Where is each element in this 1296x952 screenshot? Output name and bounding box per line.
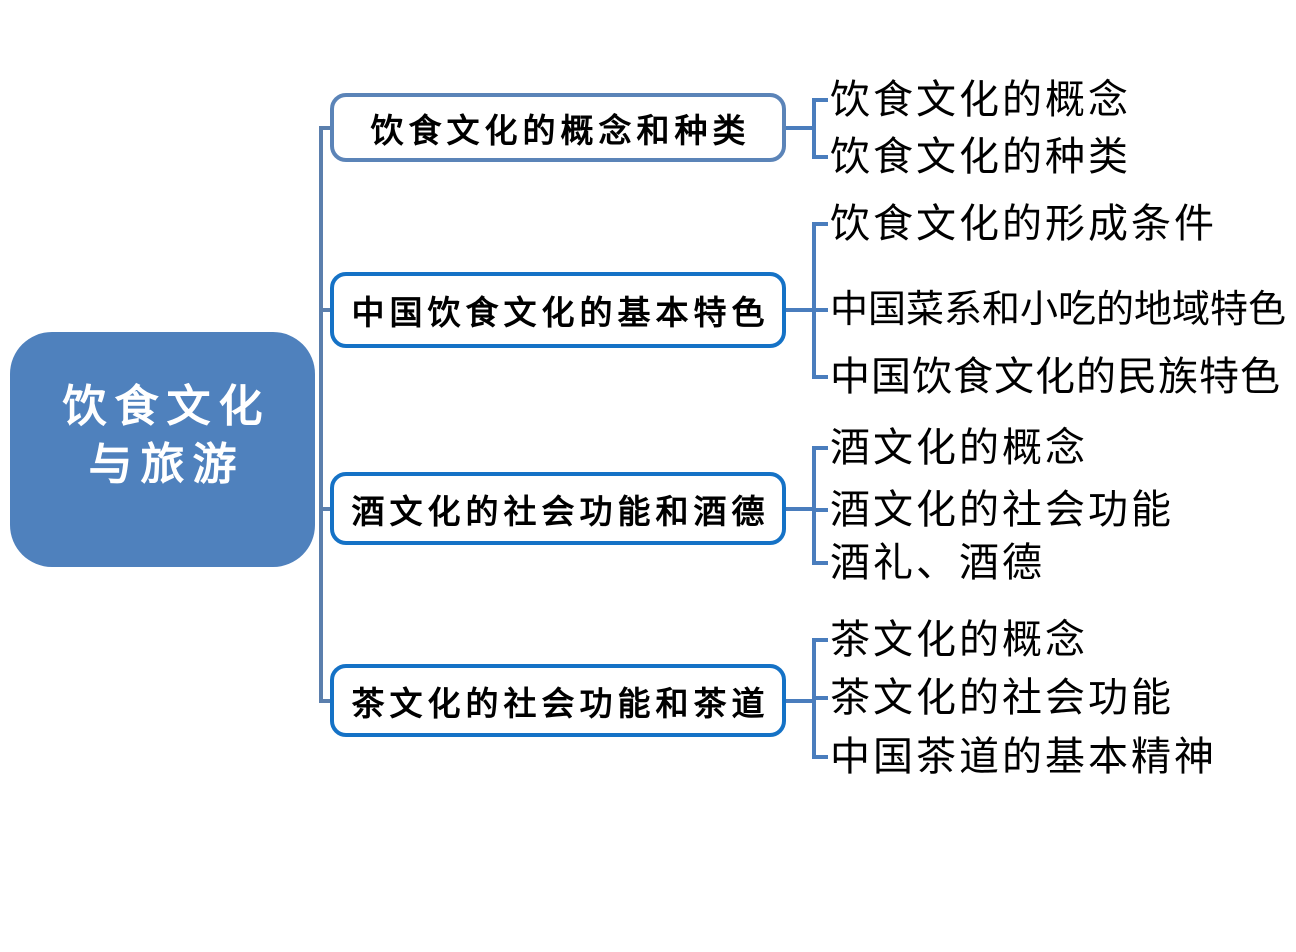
leaf-item: 中国茶道的基本精神 bbox=[830, 734, 1217, 779]
root-node: 饮食文化 与旅游 bbox=[10, 332, 315, 567]
leaf-stub bbox=[812, 561, 828, 565]
branch-label: 茶文化的社会功能和茶道 bbox=[351, 684, 770, 722]
bracket-inlet bbox=[786, 698, 816, 703]
leaf-item: 茶文化的概念 bbox=[830, 617, 1088, 662]
leaf-item: 茶文化的社会功能 bbox=[830, 675, 1174, 720]
leaf-bracket bbox=[812, 446, 816, 565]
bracket-inlet bbox=[786, 125, 816, 130]
leaf-stub bbox=[812, 222, 828, 226]
branch-stub bbox=[319, 125, 330, 130]
branch-label: 酒文化的社会功能和酒德 bbox=[351, 492, 770, 530]
leaf-item: 酒文化的概念 bbox=[830, 425, 1088, 470]
root-title-line-1: 饮食文化 bbox=[62, 381, 271, 431]
leaf-item: 饮食文化的种类 bbox=[830, 134, 1131, 179]
branch-box-1: 饮食文化的概念和种类 bbox=[330, 93, 786, 162]
leaf-stub bbox=[812, 755, 828, 759]
bracket-inlet bbox=[786, 308, 816, 312]
leaf-stub bbox=[812, 155, 828, 159]
branch-stub bbox=[319, 506, 330, 511]
trunk-connector bbox=[319, 125, 323, 703]
leaf-item: 饮食文化的概念 bbox=[830, 77, 1131, 122]
leaf-stub bbox=[812, 638, 828, 642]
branch-stub bbox=[319, 698, 330, 703]
leaf-item: 中国菜系和小吃的地域特色 bbox=[830, 289, 1287, 331]
leaf-item: 饮食文化的形成条件 bbox=[830, 201, 1217, 246]
leaf-bracket bbox=[812, 222, 816, 379]
root-title-line-2: 与旅游 bbox=[88, 439, 245, 489]
leaf-item: 酒礼、酒德 bbox=[830, 540, 1045, 585]
branch-label: 中国饮食文化的基本特色 bbox=[351, 294, 770, 331]
bracket-inlet bbox=[786, 506, 816, 511]
branch-stub bbox=[319, 308, 330, 312]
leaf-stub bbox=[812, 375, 828, 379]
leaf-item: 中国饮食文化的民族特色 bbox=[830, 354, 1281, 399]
leaf-stub bbox=[812, 696, 828, 700]
branch-box-3: 酒文化的社会功能和酒德 bbox=[330, 472, 786, 545]
branch-box-4: 茶文化的社会功能和茶道 bbox=[330, 664, 786, 737]
branch-box-2: 中国饮食文化的基本特色 bbox=[330, 272, 786, 348]
leaf-stub bbox=[812, 508, 828, 512]
leaf-stub bbox=[812, 308, 828, 312]
leaf-bracket bbox=[812, 98, 816, 159]
leaf-stub bbox=[812, 446, 828, 450]
leaf-stub bbox=[812, 98, 828, 102]
branch-label: 饮食文化的概念和种类 bbox=[370, 111, 751, 149]
leaf-item: 酒文化的社会功能 bbox=[830, 487, 1174, 532]
